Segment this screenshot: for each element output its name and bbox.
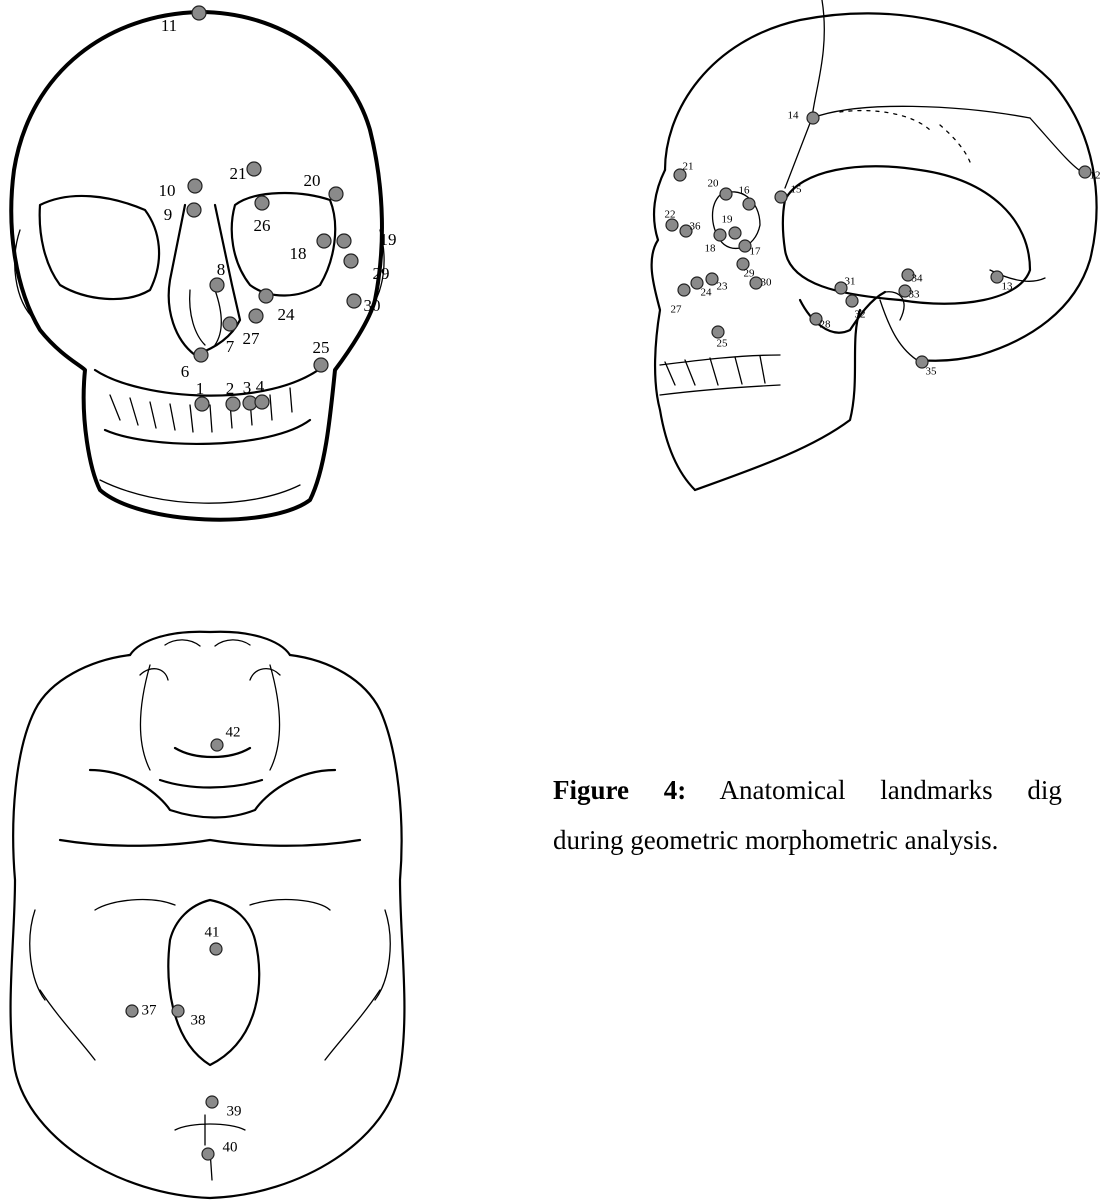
landmark-16-label: 16	[739, 185, 751, 197]
landmark-30-label: 30	[761, 277, 773, 289]
landmark-36-label: 36	[690, 221, 702, 233]
landmark-30-marker	[347, 294, 361, 308]
landmark-18-label: 18	[705, 243, 717, 255]
landmark-21-marker	[247, 162, 261, 176]
landmark-24-label: 24	[278, 305, 296, 324]
landmark-20-marker	[720, 188, 732, 200]
landmark-3-label: 3	[243, 378, 252, 397]
landmark-33-label: 33	[909, 289, 921, 301]
landmark-16-marker	[743, 198, 755, 210]
landmark-8-label: 8	[217, 260, 226, 279]
landmark-25-label: 25	[313, 338, 330, 357]
caption-line-1: Anatomical landmarks dig	[720, 775, 1062, 805]
landmark-20-marker	[329, 187, 343, 201]
landmark-27-label: 27	[243, 329, 261, 348]
landmark-11-label: 11	[161, 16, 177, 35]
lateral-skull-outline	[652, 0, 1097, 490]
landmark-31-label: 31	[845, 276, 856, 288]
landmark-24-label: 24	[701, 287, 713, 299]
landmark-35-label: 35	[926, 366, 938, 378]
landmark-19-marker	[337, 234, 351, 248]
landmark-15-label: 15	[791, 184, 803, 196]
landmark-10-label: 10	[159, 181, 176, 200]
landmark-9-label: 9	[164, 205, 173, 224]
landmark-18-marker	[714, 229, 726, 241]
landmark-32-label: 32	[855, 309, 866, 321]
landmark-27-label: 27	[671, 304, 683, 316]
landmark-41-label: 41	[205, 924, 220, 940]
landmark-7-marker	[223, 317, 237, 331]
landmark-7-label: 7	[226, 337, 235, 356]
landmark-2-label: 2	[226, 379, 235, 398]
landmark-30-label: 30	[364, 296, 381, 315]
landmark-19-label: 19	[380, 230, 397, 249]
landmark-32-marker	[846, 295, 858, 307]
landmark-14-label: 14	[788, 110, 800, 122]
landmark-4-label: 4	[256, 377, 265, 396]
landmark-25-label: 25	[717, 338, 729, 350]
landmark-18-label: 18	[290, 244, 307, 263]
landmark-14-marker	[807, 112, 819, 124]
basal-landmarks: 37 38 39 40 41 42	[126, 724, 242, 1160]
landmark-19-marker	[729, 227, 741, 239]
landmark-9-marker	[187, 203, 201, 217]
landmark-21-label: 21	[683, 161, 694, 173]
landmark-18-marker	[317, 234, 331, 248]
landmark-27-marker	[249, 309, 263, 323]
basal-skull-outline	[11, 632, 405, 1198]
landmark-34-label: 34	[912, 273, 924, 285]
basal-skull-view: 37 38 39 40 41 42	[0, 620, 420, 1202]
landmark-39-label: 39	[227, 1103, 242, 1119]
landmark-11-marker	[192, 6, 206, 20]
landmark-40-label: 40	[223, 1139, 238, 1155]
landmark-25-marker	[712, 326, 724, 338]
landmark-1-marker	[195, 397, 209, 411]
figure-caption: Figure 4: Anatomical landmarks dig durin…	[553, 765, 1105, 865]
caption-line-2: during geometric morphometric analysis.	[553, 815, 1105, 865]
landmark-22-marker	[666, 219, 678, 231]
landmark-21-label: 21	[230, 164, 247, 183]
landmark-24-marker	[259, 289, 273, 303]
landmark-17-label: 17	[750, 246, 762, 258]
landmark-38-marker	[172, 1005, 184, 1017]
landmark-27-marker	[678, 284, 690, 296]
landmark-26-marker	[255, 196, 269, 210]
landmark-12-label: 12	[1090, 170, 1101, 182]
landmark-42-label: 42	[226, 724, 241, 740]
landmark-6-marker	[194, 348, 208, 362]
landmark-26-label: 26	[254, 216, 271, 235]
landmark-38-label: 38	[191, 1012, 206, 1028]
landmark-23-label: 23	[717, 281, 729, 293]
landmark-29-label: 29	[373, 264, 390, 283]
landmark-6-label: 6	[181, 362, 190, 381]
landmark-22-label: 22	[665, 209, 676, 221]
landmark-25-marker	[314, 358, 328, 372]
landmark-10-marker	[188, 179, 202, 193]
caption-label: Figure 4:	[553, 775, 686, 805]
landmark-8-marker	[210, 278, 224, 292]
landmark-15-marker	[775, 191, 787, 203]
frontal-skull-outline	[11, 12, 384, 520]
landmark-41-marker	[210, 943, 222, 955]
landmark-13-label: 13	[1002, 281, 1014, 293]
landmark-4-marker	[255, 395, 269, 409]
landmark-29-marker	[344, 254, 358, 268]
landmark-42-marker	[211, 739, 223, 751]
landmark-37-label: 37	[142, 1002, 158, 1018]
landmark-39-marker	[206, 1096, 218, 1108]
landmark-2-marker	[226, 397, 240, 411]
landmark-1-label: 1	[196, 379, 205, 398]
landmark-37-marker	[126, 1005, 138, 1017]
landmark-19-label: 19	[722, 214, 734, 226]
landmark-40-marker	[202, 1148, 214, 1160]
landmark-28-label: 28	[820, 319, 832, 331]
landmark-20-label: 20	[304, 171, 321, 190]
landmark-20-label: 20	[708, 178, 720, 190]
